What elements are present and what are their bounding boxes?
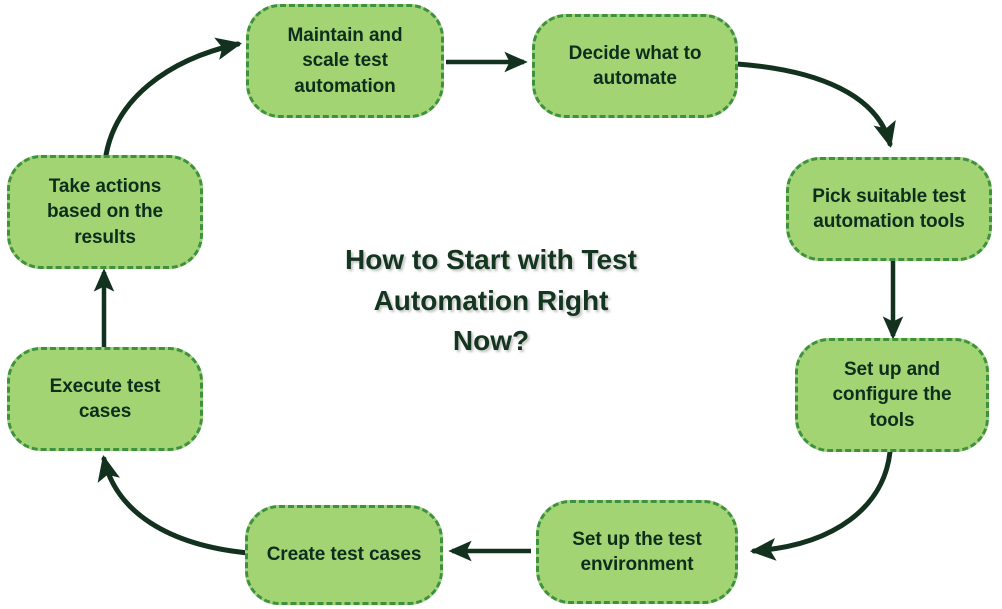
node-execute-test-cases[interactable]: Execute test cases xyxy=(7,347,203,451)
edge-take-actions-to-maintain xyxy=(103,37,243,158)
edge-setup-tools-to-environment xyxy=(749,449,893,561)
node-label: Maintain and scale test automation xyxy=(287,25,403,97)
node-create-test-cases[interactable]: Create test cases xyxy=(245,505,443,605)
node-set-up-the-test-environment[interactable]: Set up the test environment xyxy=(536,500,738,604)
node-set-up-and-configure-the-tools[interactable]: Set up and configure the tools xyxy=(795,338,989,452)
edge-decide-to-pick xyxy=(734,61,896,149)
node-decide-what-to-automate[interactable]: Decide what to automate xyxy=(532,14,738,118)
edge-create-to-execute xyxy=(97,454,251,556)
node-label: Take actions based on the results xyxy=(47,176,163,248)
node-pick-suitable-test-automation-tools[interactable]: Pick suitable test automation tools xyxy=(786,157,992,261)
node-label: Set up and configure the tools xyxy=(832,359,952,431)
node-label: Pick suitable test automation tools xyxy=(812,185,966,232)
diagram-title: How to Start with Test Automation Right … xyxy=(345,244,637,357)
node-maintain-and-scale-test-automation[interactable]: Maintain and scale test automation xyxy=(246,4,444,118)
node-label: Set up the test environment xyxy=(572,528,702,575)
node-take-actions-based-on-the-results[interactable]: Take actions based on the results xyxy=(7,155,203,269)
node-label: Decide what to automate xyxy=(568,42,702,89)
node-label: Create test cases xyxy=(266,544,422,566)
node-label: Execute test cases xyxy=(49,375,161,422)
